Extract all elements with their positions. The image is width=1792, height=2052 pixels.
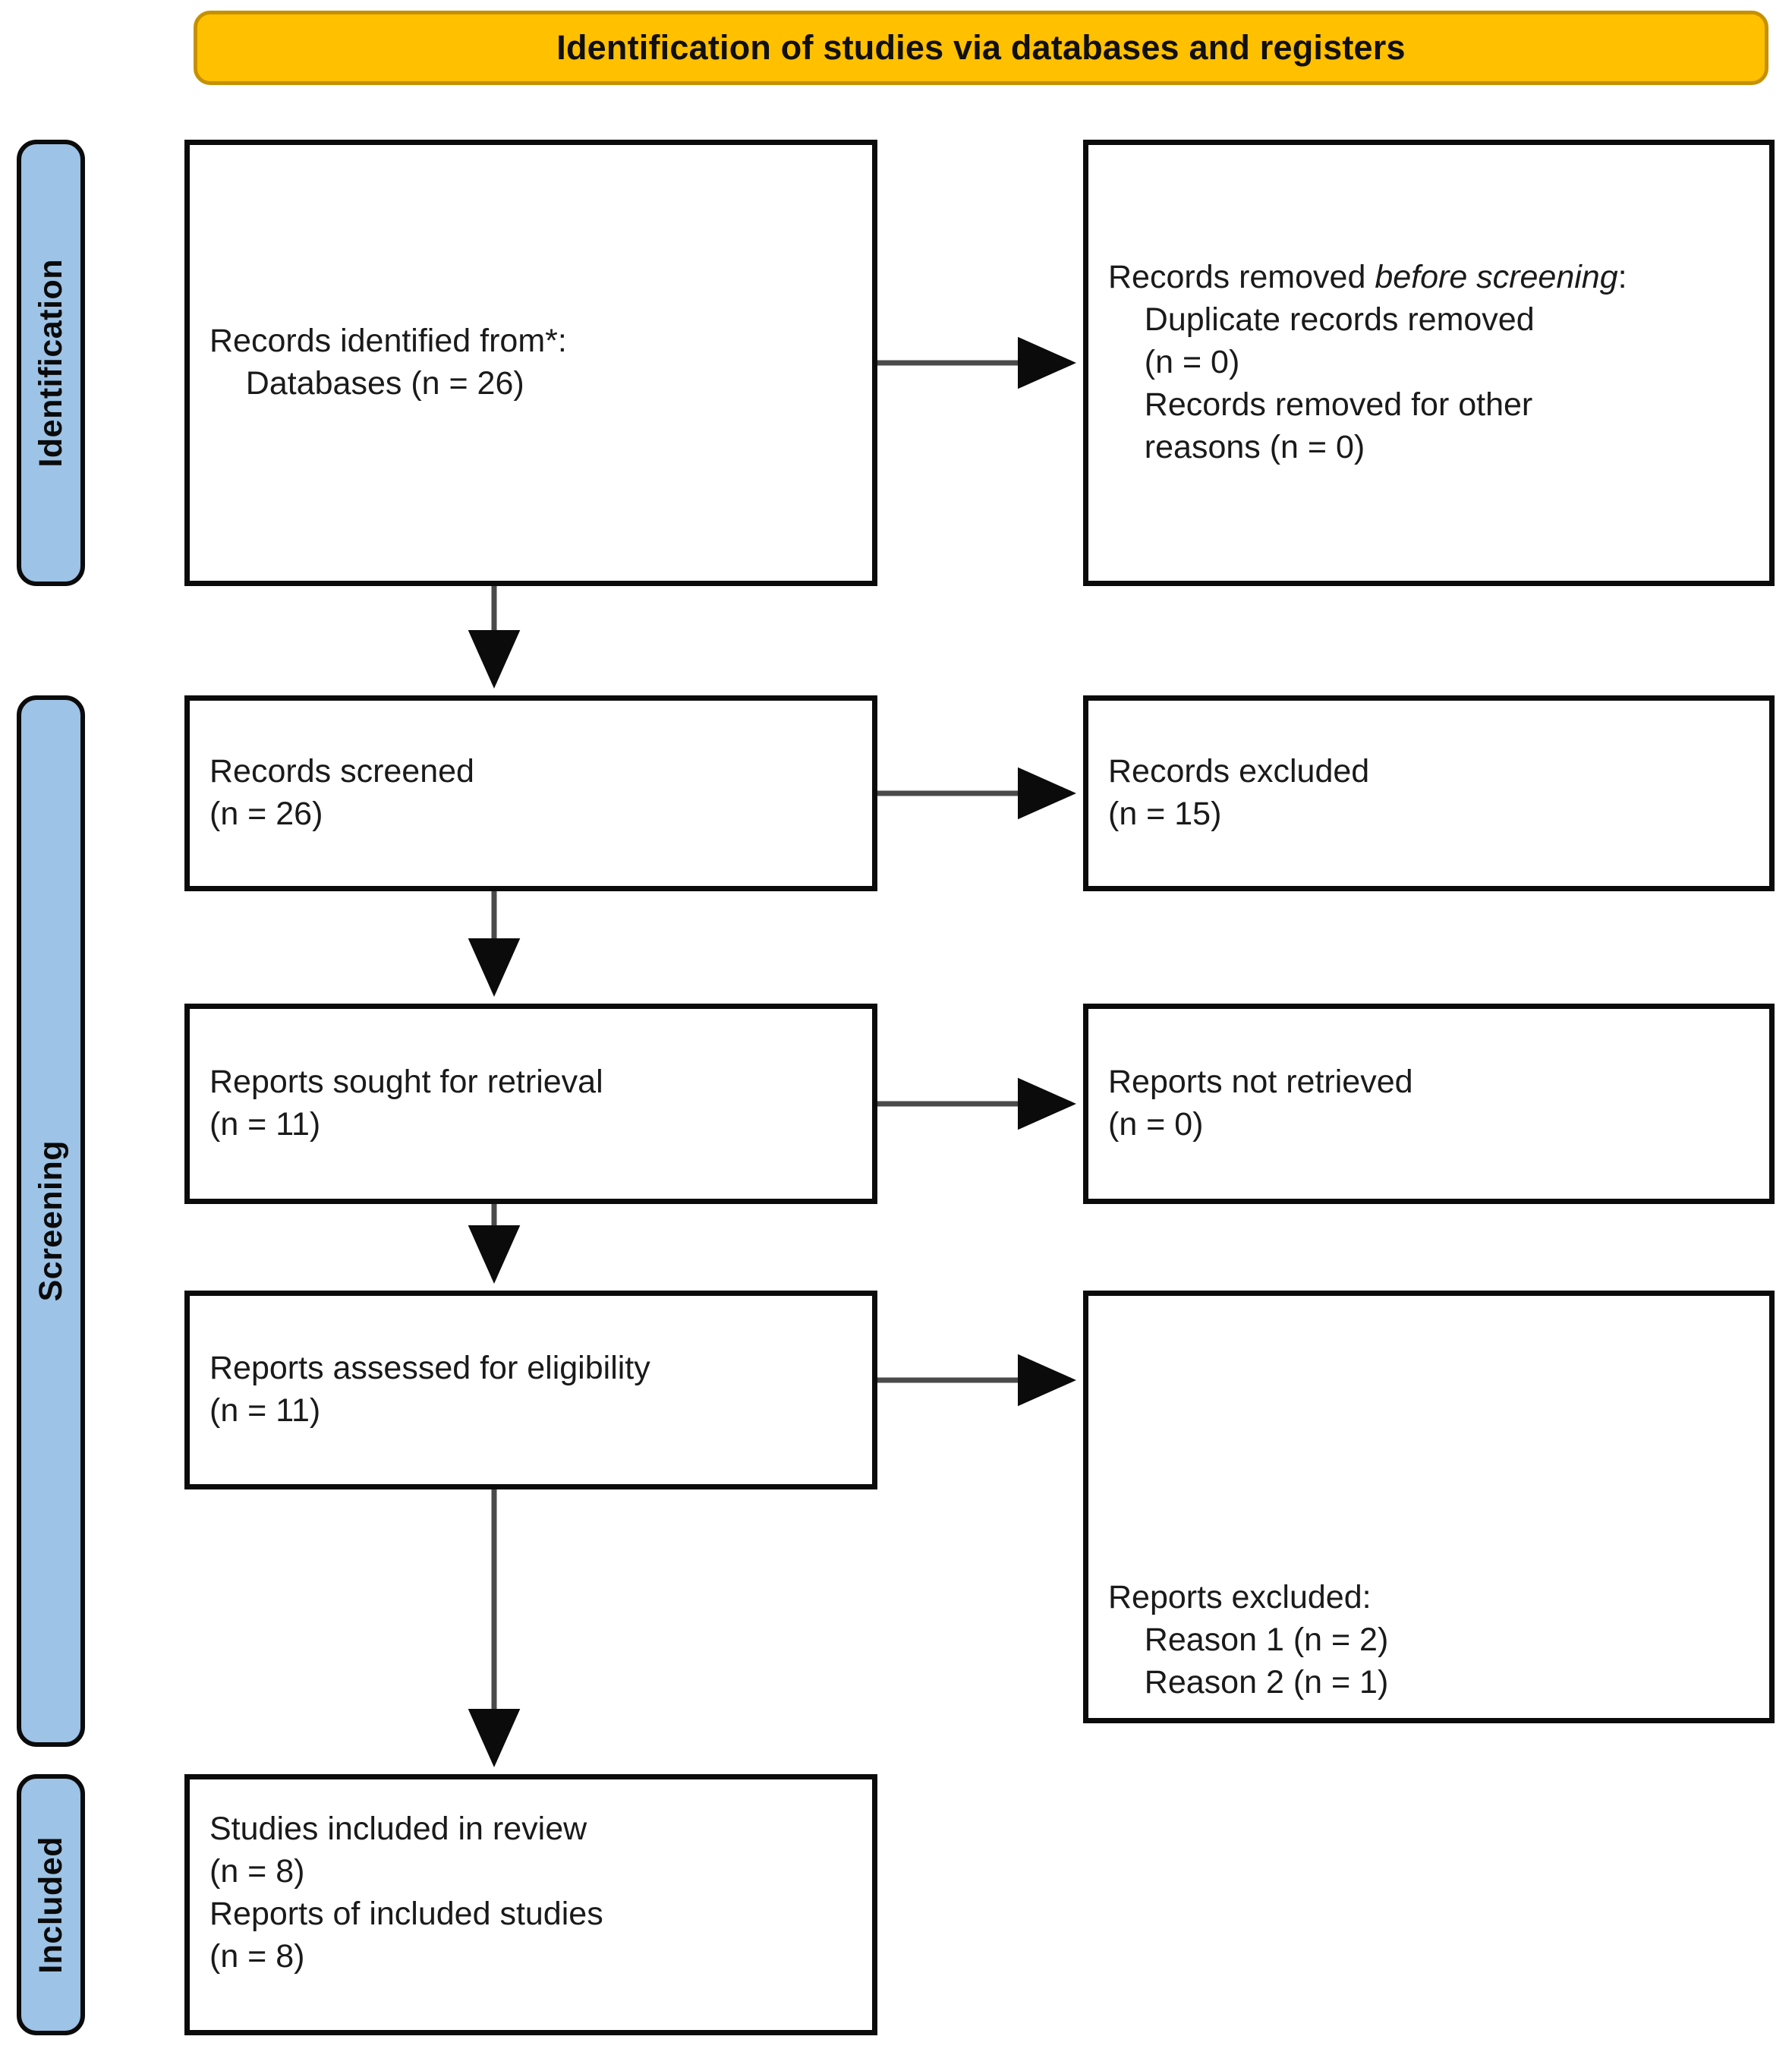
stage-label-text: Screening — [32, 1140, 69, 1302]
box-records-screened-text: Records screened (n = 26) — [209, 753, 474, 832]
box-records-excluded: Records excluded (n = 15) — [1083, 695, 1775, 891]
removed-line-rest: Duplicate records removed (n = 0) Record… — [1144, 301, 1535, 465]
stage-label-screening: Screening — [17, 695, 85, 1747]
stage-label-identification: Identification — [17, 140, 85, 586]
box-records-removed-text: Records removed before screening: Duplic… — [1088, 257, 1769, 468]
box-reports-excluded-text: Reports excluded: Reason 1 (n = 2) Reaso… — [1108, 1579, 1389, 1701]
box-records-identified: Records identified from*: Databases (n =… — [184, 140, 877, 586]
box-reports-sought-for-retrieval: Reports sought for retrieval (n = 11) — [184, 1004, 877, 1204]
removed-line-suffix: : — [1617, 259, 1627, 296]
box-reports-excluded: Reports excluded: Reason 1 (n = 2) Reaso… — [1083, 1291, 1775, 1723]
box-reports-assessed-for-eligibility: Reports assessed for eligibility (n = 11… — [184, 1291, 877, 1489]
box-studies-included-text: Studies included in review (n = 8) Repor… — [209, 1811, 603, 1975]
removed-line-prefix: Records removed — [1108, 259, 1375, 296]
box-records-excluded-text: Records excluded (n = 15) — [1108, 753, 1370, 832]
stage-label-included: Included — [17, 1774, 85, 2035]
phase-banner-label: Identification of studies via databases … — [556, 28, 1406, 67]
stage-label-text: Identification — [32, 258, 69, 468]
box-records-identified-text: Records identified from*: Databases (n =… — [209, 323, 567, 402]
removed-line-italic: before screening — [1375, 259, 1618, 296]
box-records-removed-before-screening: Records removed before screening: Duplic… — [1083, 140, 1775, 586]
phase-banner-identification: Identification of studies via databases … — [194, 11, 1768, 85]
box-reports-not-retrieved: Reports not retrieved (n = 0) — [1083, 1004, 1775, 1204]
stage-label-text: Included — [32, 1836, 69, 1974]
box-reports-assessed-text: Reports assessed for eligibility (n = 11… — [209, 1350, 650, 1429]
box-records-screened: Records screened (n = 26) — [184, 695, 877, 891]
box-studies-included: Studies included in review (n = 8) Repor… — [184, 1774, 877, 2035]
box-reports-sought-text: Reports sought for retrieval (n = 11) — [209, 1064, 603, 1143]
box-reports-not-retrieved-text: Reports not retrieved (n = 0) — [1108, 1064, 1413, 1143]
